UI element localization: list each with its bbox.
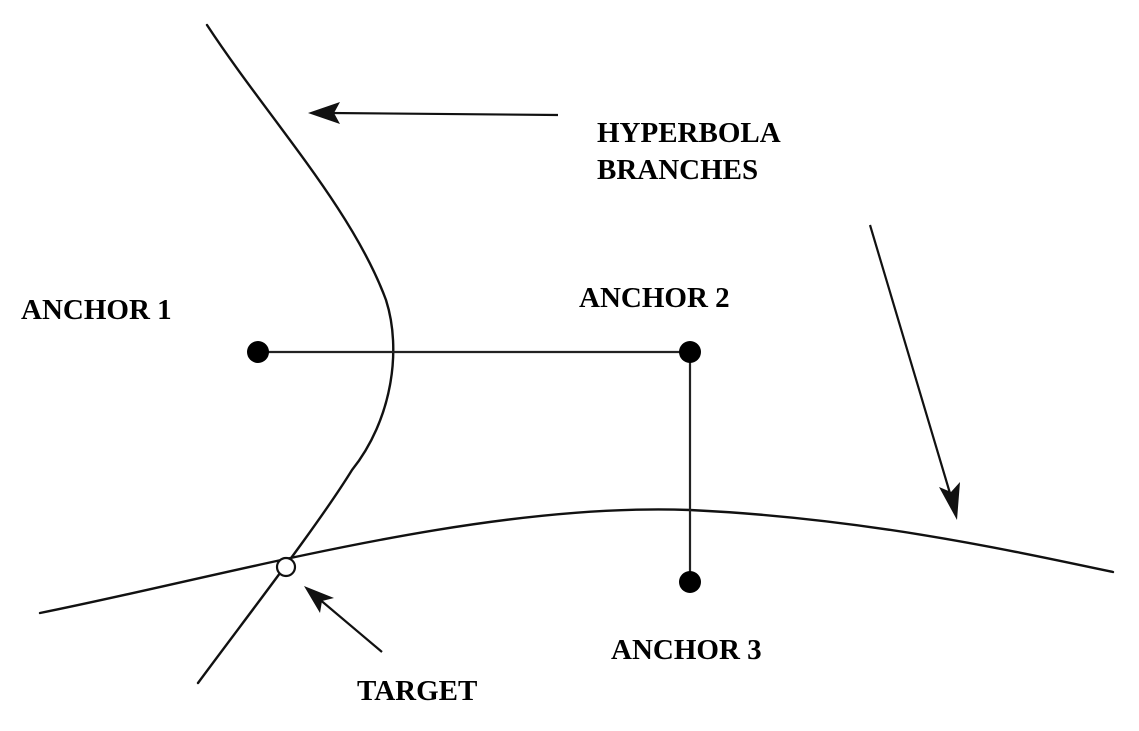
- anchor-2-point: [679, 341, 701, 363]
- anchor-3-label: ANCHOR 3: [611, 634, 762, 666]
- anchor-3-point: [679, 571, 701, 593]
- arrow-to-branch-2: [868, 224, 960, 520]
- anchor-1-label: ANCHOR 1: [21, 294, 172, 326]
- anchor-1-point: [247, 341, 269, 363]
- arrow-to-target: [304, 586, 383, 653]
- hyperbola-label-line2: BRANCHES: [597, 154, 758, 186]
- target-point: [275, 556, 297, 578]
- target-label: TARGET: [357, 675, 477, 707]
- arrow-to-branch-1: [308, 102, 559, 124]
- anchor-2-label: ANCHOR 2: [579, 282, 730, 314]
- hyperbola-label-line1: HYPERBOLA: [597, 117, 781, 149]
- hyperbola-branch-1: [196, 23, 395, 685]
- hyperbola-branch-2: [38, 508, 1115, 615]
